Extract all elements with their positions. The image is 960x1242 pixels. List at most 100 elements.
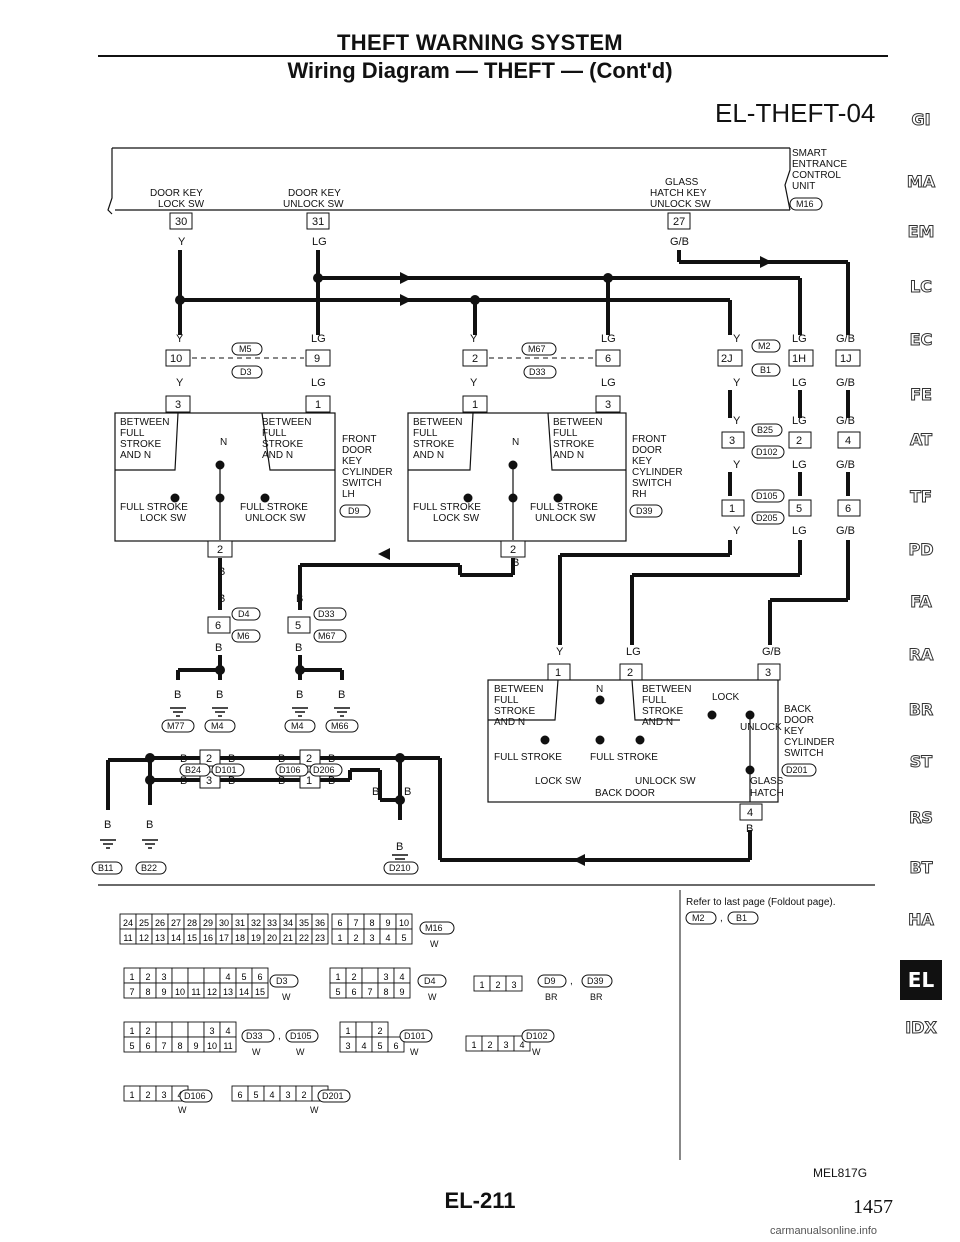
- side-tab-br[interactable]: BR: [908, 700, 934, 720]
- rh-name-2: DOOR: [632, 445, 662, 456]
- side-tab-el[interactable]: EL: [900, 960, 942, 1000]
- unit-name-2: ENTRANCE: [792, 159, 847, 170]
- lh-between-l2: FULL: [120, 428, 145, 439]
- rc-conn-d102: D102: [756, 447, 778, 457]
- svg-text:2: 2: [145, 972, 150, 982]
- svg-text:22: 22: [299, 933, 309, 943]
- wire-lg-top: LG: [312, 236, 327, 248]
- cv-d102-color: W: [532, 1047, 541, 1057]
- gnd-conn-m67: M67: [318, 631, 336, 641]
- svg-text:2: 2: [351, 972, 356, 982]
- side-tab-gi[interactable]: GI: [911, 110, 931, 130]
- cv-d39: D39: [587, 976, 604, 986]
- svg-text:18: 18: [235, 933, 245, 943]
- side-tab-fa[interactable]: FA: [910, 592, 932, 612]
- cv-d9-color: BR: [545, 992, 558, 1002]
- lh-pin-10: 10: [170, 353, 182, 365]
- lh-sw-right-1: FULL STROKE: [240, 502, 308, 513]
- side-tab-idx[interactable]: IDX: [905, 1018, 938, 1038]
- refer-b1: B1: [736, 913, 747, 923]
- rh-between-r3: STROKE: [553, 439, 594, 450]
- rh-pin-3-box: [595, 395, 621, 413]
- svg-text:1: 1: [129, 1026, 134, 1036]
- bd-between-l1: BETWEEN: [494, 684, 543, 695]
- rc-wire-gb: G/B: [836, 333, 855, 345]
- lh-connector-oval: [339, 504, 371, 518]
- lh-pin-2: 2: [217, 544, 223, 556]
- joint-pin-2b: 2: [306, 753, 312, 765]
- svg-text:2: 2: [487, 1040, 492, 1050]
- cv-d9: D9: [544, 976, 556, 986]
- rc-lg-5: LG: [792, 525, 807, 537]
- side-tab-at[interactable]: AT: [909, 430, 933, 450]
- svg-text:8: 8: [145, 987, 150, 997]
- svg-text:2: 2: [377, 1026, 382, 1036]
- cv-d101-color: W: [410, 1047, 419, 1057]
- pin-30: 30: [175, 216, 187, 228]
- side-tab-em[interactable]: EM: [907, 222, 935, 242]
- bd-between-r2: FULL: [642, 695, 667, 706]
- rc-conn-d205: D205: [756, 513, 778, 523]
- cv-d4: D4: [424, 976, 436, 986]
- side-tab-lc[interactable]: LC: [910, 277, 933, 297]
- gnd-m4b: M4: [291, 721, 304, 731]
- rc-y-5: Y: [733, 525, 741, 537]
- rc-gb-2: G/B: [836, 377, 855, 389]
- svg-text:4: 4: [519, 1040, 524, 1050]
- rh-pin-6: 6: [605, 353, 611, 365]
- joint-d106: D106: [279, 765, 301, 775]
- splice-lg-1: [313, 273, 323, 283]
- bd-lock: LOCK: [712, 692, 740, 703]
- lh-name-4: CYLINDER: [342, 467, 393, 478]
- arrow-ground: [378, 548, 390, 560]
- side-tab-st[interactable]: ST: [909, 752, 933, 772]
- side-tab-rs[interactable]: RS: [909, 808, 934, 828]
- lh-contact-3: [260, 493, 270, 503]
- side-tab-ma[interactable]: MA: [906, 172, 936, 192]
- gnd-pin-5: 5: [295, 620, 301, 632]
- gnd-m66: M66: [331, 721, 349, 731]
- rh-pin-2-box: [462, 349, 488, 367]
- arrow-lg: [400, 272, 412, 284]
- title-rule: [98, 55, 888, 57]
- side-tab-pd[interactable]: PD: [908, 540, 934, 560]
- rh-pin-2b-box: [500, 540, 526, 558]
- lh-pin-3: 3: [175, 399, 181, 411]
- rh-between-l3: STROKE: [413, 439, 454, 450]
- bd-glass: GLASS: [750, 776, 784, 787]
- bd-wire-y: Y: [556, 646, 564, 658]
- svg-text:5: 5: [253, 1090, 258, 1100]
- side-tab-ha[interactable]: HA: [908, 910, 935, 930]
- lh-wire-lg: LG: [311, 377, 326, 389]
- svg-text:2: 2: [353, 933, 358, 943]
- rh-pin-2: 2: [472, 353, 478, 365]
- bd-name-2: DOOR: [784, 715, 814, 726]
- svg-text:12: 12: [207, 987, 217, 997]
- lh-pin-1-box: [305, 395, 331, 413]
- bd-sw-left: FULL STROKE: [494, 752, 562, 763]
- side-tab-ec[interactable]: EC: [909, 330, 933, 350]
- svg-text:1: 1: [129, 972, 134, 982]
- svg-text:36: 36: [315, 918, 325, 928]
- side-tab-bt[interactable]: BT: [909, 858, 933, 878]
- svg-text:3: 3: [503, 1040, 508, 1050]
- cv-d3: D3: [276, 976, 288, 986]
- svg-text:13: 13: [223, 987, 233, 997]
- svg-text:12: 12: [139, 933, 149, 943]
- side-tab-fe[interactable]: FE: [910, 385, 933, 405]
- bd-between-l3: STROKE: [494, 706, 535, 717]
- svg-text:35: 35: [299, 918, 309, 928]
- lh-pin-10-box: [165, 349, 191, 367]
- side-tab-ra[interactable]: RA: [908, 645, 934, 665]
- cv-d106-color: W: [178, 1105, 187, 1115]
- rc-pin-6: 6: [845, 503, 851, 515]
- svg-text:B: B: [216, 689, 223, 701]
- side-tab-tf[interactable]: TF: [910, 487, 933, 507]
- wire-b-lh2: B: [218, 593, 225, 605]
- svg-text:14: 14: [239, 987, 249, 997]
- rh-between-l2: FULL: [413, 428, 438, 439]
- joint-b24: B24: [185, 765, 201, 775]
- rc-gb-4: G/B: [836, 459, 855, 471]
